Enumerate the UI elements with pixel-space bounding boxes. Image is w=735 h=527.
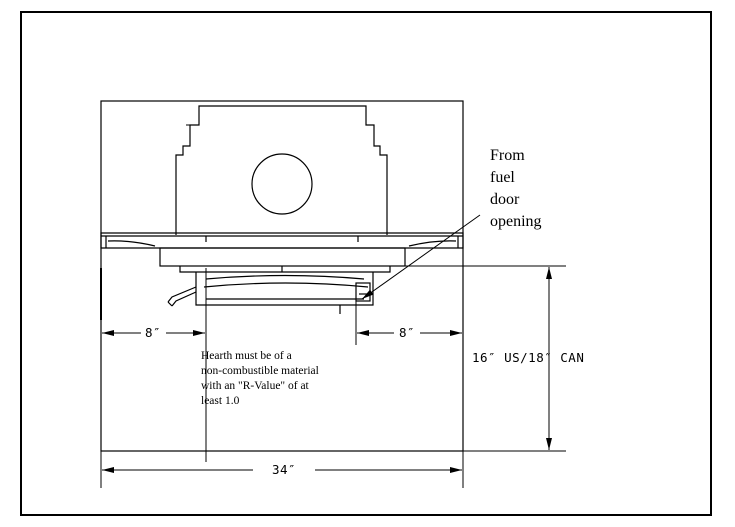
callout-line-1: From — [490, 147, 525, 164]
callout-line-4: opening — [490, 213, 542, 230]
callout-leader — [361, 214, 481, 300]
callout-line-2: fuel — [490, 169, 515, 186]
stove-base — [159, 247, 406, 314]
right-clearance-label: 8″ — [399, 325, 415, 340]
left-clearance-label: 8″ — [145, 325, 161, 340]
note-line-4: least 1.0 — [201, 395, 240, 407]
note-line-2: non-combustible material — [201, 365, 319, 377]
drawing-border — [20, 11, 712, 516]
callout-line-3: door — [490, 191, 520, 208]
note-line-3: with an "R-Value" of at — [201, 380, 310, 392]
stove-top-plate — [100, 232, 464, 249]
front-clearance-label: 16″ US/18″ CAN — [472, 350, 584, 365]
flue-collar — [251, 153, 313, 215]
note-line-1: Hearth must be of a — [201, 350, 292, 362]
stove-body — [175, 105, 388, 235]
width-label: 34″ — [272, 462, 296, 477]
